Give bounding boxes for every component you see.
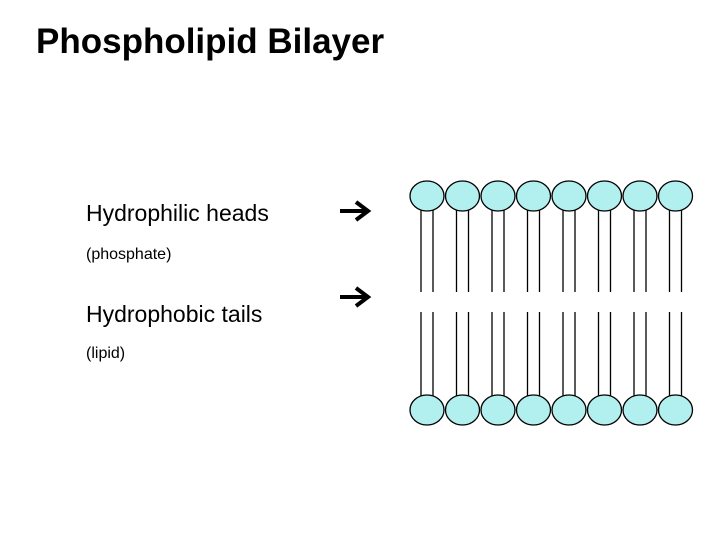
phosphate-head xyxy=(409,180,445,212)
phosphate-head xyxy=(551,394,587,426)
phosphate-head xyxy=(480,394,516,426)
phosphate-head xyxy=(515,394,552,426)
phosphate-head xyxy=(444,180,481,212)
page-title: Phospholipid Bilayer xyxy=(36,22,385,61)
phospholipid-bilayer-diagram xyxy=(409,180,694,426)
hydrophobic-tails-label: Hydrophobic tails xyxy=(86,301,263,327)
right-arrow-icon xyxy=(340,286,372,308)
phosphate-head xyxy=(409,394,445,426)
lipid-label: (lipid) xyxy=(86,345,126,362)
hydrophilic-heads-label: Hydrophilic heads xyxy=(86,200,269,226)
phosphate-head xyxy=(657,394,694,426)
phosphate-head xyxy=(586,180,623,212)
phosphate-head xyxy=(657,180,694,212)
phosphate-head xyxy=(444,394,481,426)
phosphate-label: (phosphate) xyxy=(86,246,172,263)
right-arrow-icon xyxy=(340,200,372,222)
phosphate-head xyxy=(480,180,516,212)
phosphate-head xyxy=(622,180,658,212)
phosphate-head xyxy=(622,394,658,426)
phosphate-head xyxy=(586,394,623,426)
phosphate-head xyxy=(551,180,587,212)
phosphate-head xyxy=(515,180,552,212)
